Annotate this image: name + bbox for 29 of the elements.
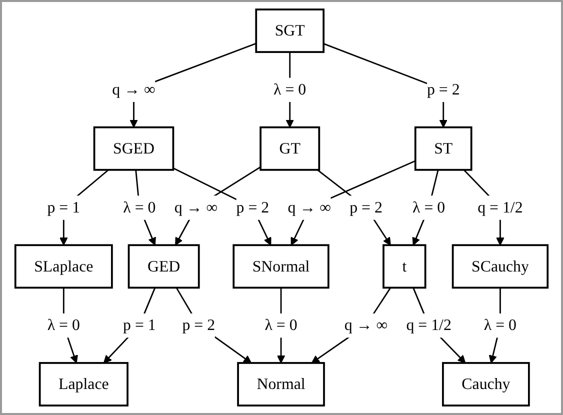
edge-label: p = 2 (236, 196, 270, 220)
process-box: t (382, 244, 426, 289)
process-box: GT (260, 126, 320, 171)
edge-label: λ = 0 (264, 313, 298, 338)
edge-label: λ = 0 (274, 78, 306, 102)
process-box: SLaplace (14, 244, 113, 289)
edge-label: q → ∞ (288, 196, 331, 220)
edge-label: q = 1/2 (478, 196, 523, 220)
edge-label: q = 1/2 (406, 313, 452, 338)
edge-label: p = 1 (123, 313, 156, 338)
process-box: Cauchy (442, 362, 530, 406)
process-box: ST (414, 126, 472, 171)
edge-label: q → ∞ (112, 78, 156, 102)
process-box: Normal (237, 362, 325, 406)
process-box: SGED (93, 126, 174, 171)
process-box: SGT (255, 8, 324, 53)
edge-label: q → ∞ (344, 313, 388, 338)
process-box: Laplace (38, 362, 128, 406)
process-box: GED (128, 244, 200, 289)
edge-label: p = 2 (350, 196, 382, 220)
edge-label: q → ∞ (174, 196, 218, 220)
edge-label: λ = 0 (123, 196, 156, 220)
edge-label: λ = 0 (47, 313, 80, 338)
edge-label: p = 1 (47, 196, 80, 220)
process-box: SNormal (232, 244, 330, 289)
edge-label: p = 2 (182, 313, 216, 338)
edge-label: λ = 0 (412, 196, 446, 220)
edge-label: λ = 0 (484, 313, 516, 338)
process-box: SCauchy (452, 244, 549, 289)
